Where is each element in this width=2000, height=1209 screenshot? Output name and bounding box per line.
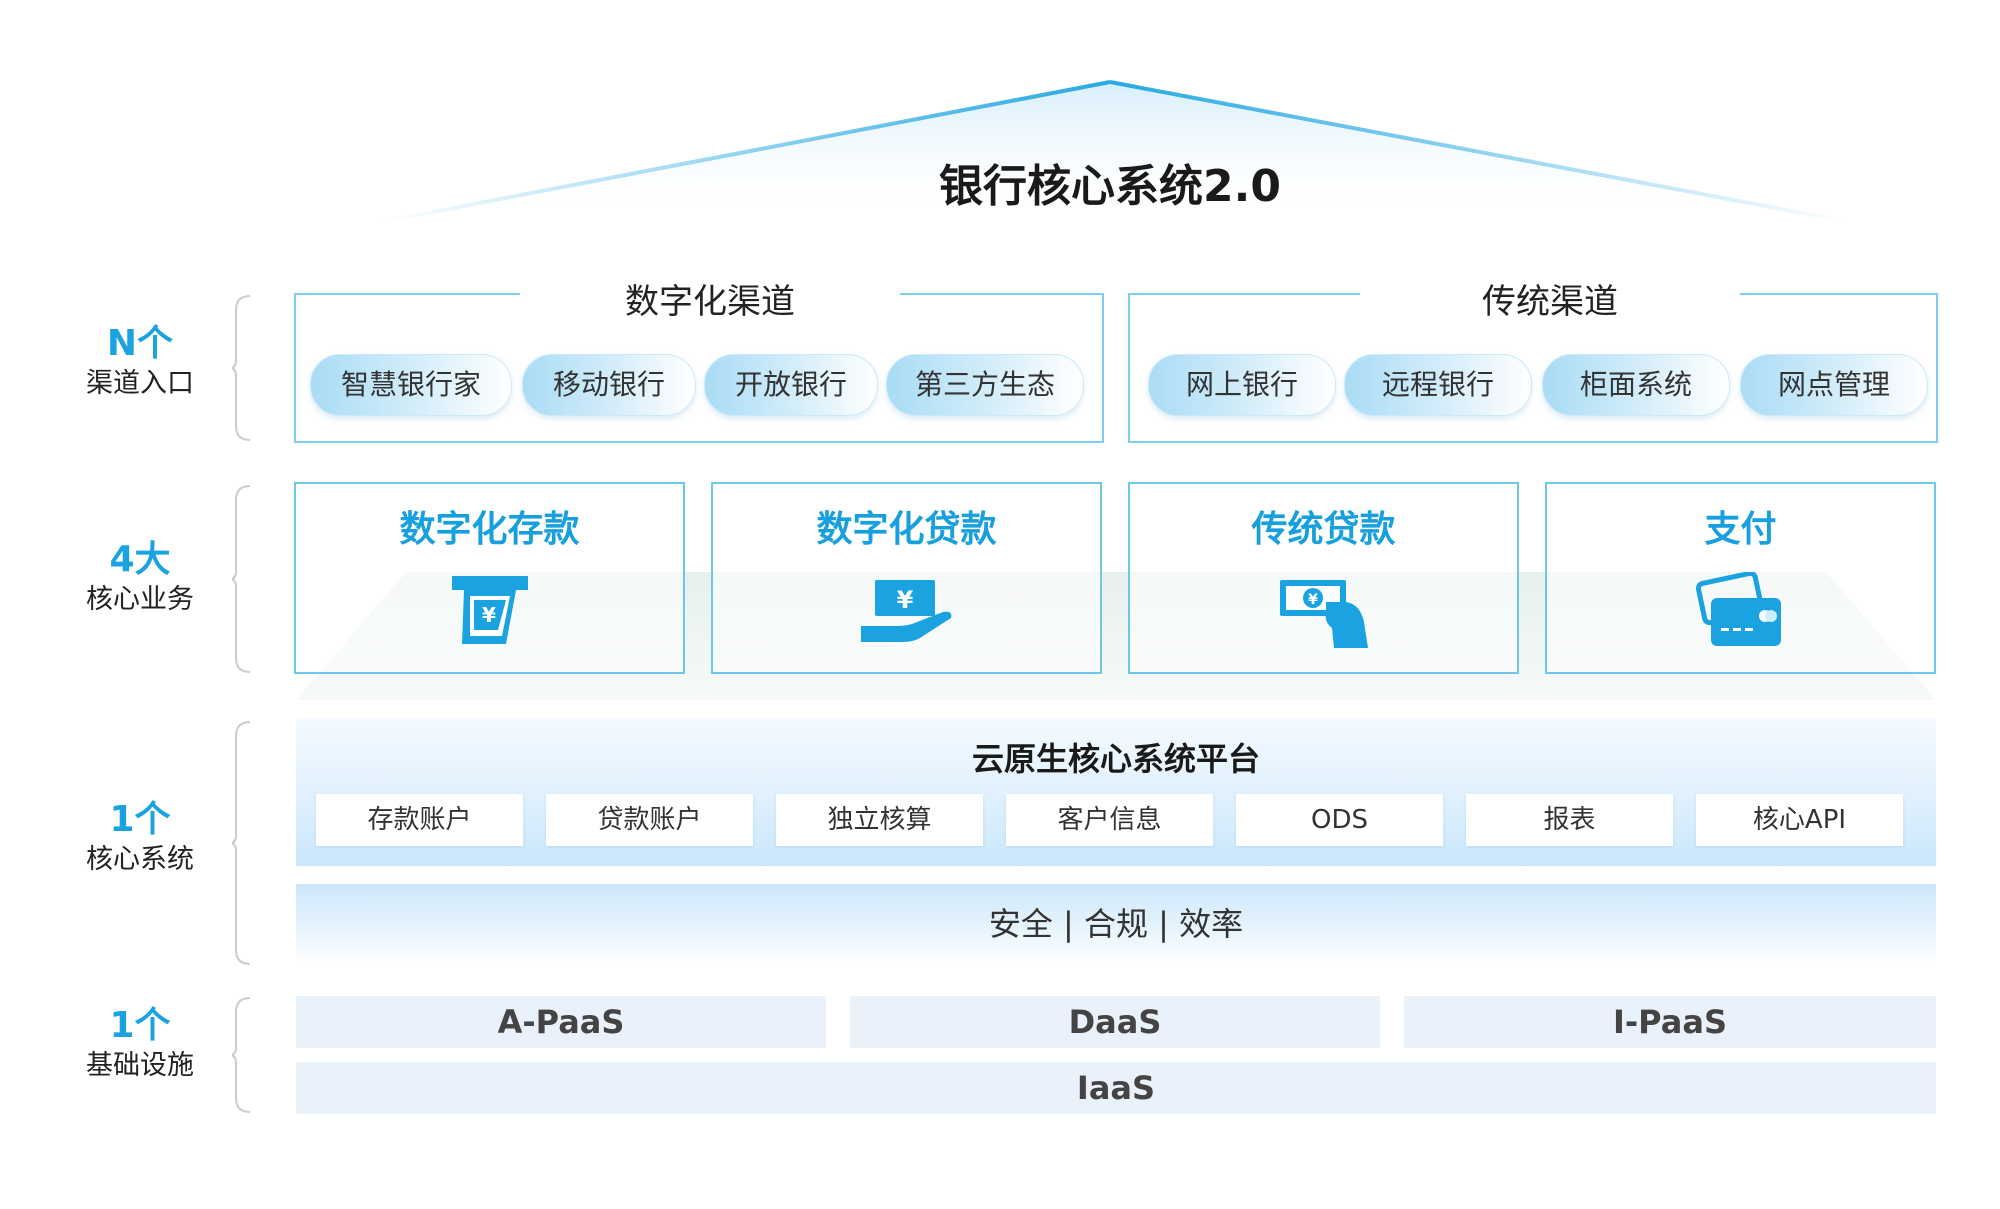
roof-graphic	[379, 80, 1851, 224]
digital-channel-title: 数字化渠道	[520, 274, 900, 323]
page-title: 银行核心系统2.0	[939, 161, 1281, 212]
channel-pill[interactable]: 网上银行	[1148, 354, 1336, 416]
svg-text:¥: ¥	[1308, 592, 1318, 608]
layer-count: 4大	[109, 539, 171, 580]
channel-pill[interactable]: 智慧银行家	[310, 354, 512, 416]
layer-name: 渠道入口	[86, 368, 194, 399]
infra-daas[interactable]: DaaS	[850, 996, 1380, 1048]
core-platform-title: 云原生核心系统平台	[971, 740, 1260, 778]
infra-ipaas[interactable]: I-PaaS	[1404, 996, 1936, 1048]
business-card-traditional-loan[interactable]: 传统贷款 ¥	[1128, 482, 1519, 674]
svg-text:¥: ¥	[482, 603, 496, 627]
channel-pill[interactable]: 远程银行	[1344, 354, 1532, 416]
layer-label-core: 1个 核心系统	[40, 798, 240, 878]
layer-label-channels: N个 渠道入口	[40, 322, 240, 402]
core-module[interactable]: 客户信息	[1006, 794, 1213, 846]
core-module[interactable]: 核心API	[1696, 794, 1903, 846]
business-card-payment[interactable]: 支付	[1545, 482, 1936, 674]
brace-infra	[232, 997, 251, 1113]
layer-count: 1个	[109, 799, 171, 840]
channel-pill[interactable]: 柜面系统	[1542, 354, 1730, 416]
hand-cash-icon: ¥	[1279, 580, 1368, 648]
channel-pill[interactable]: 第三方生态	[886, 354, 1084, 416]
atm-cash-icon: ¥	[451, 576, 528, 644]
core-module[interactable]: 贷款账户	[546, 794, 753, 846]
layer-count: N个	[106, 323, 174, 364]
infra-iaas[interactable]: IaaS	[296, 1062, 1936, 1114]
layer-name: 基础设施	[86, 1050, 194, 1081]
core-module[interactable]: ODS	[1236, 794, 1443, 846]
business-title: 数字化存款	[399, 509, 580, 550]
layer-name: 核心系统	[86, 844, 194, 875]
channel-pill[interactable]: 网点管理	[1740, 354, 1928, 416]
business-floor	[296, 572, 1936, 700]
brace-channels	[232, 295, 251, 441]
business-card-loan[interactable]: 数字化贷款 ¥	[711, 482, 1102, 674]
layer-name: 核心业务	[86, 584, 194, 615]
business-title: 支付	[1704, 509, 1777, 550]
channel-pill[interactable]: 移动银行	[522, 354, 696, 416]
traditional-channel-title: 传统渠道	[1360, 274, 1740, 323]
infra-apaas[interactable]: A-PaaS	[296, 996, 826, 1048]
layer-label-infra: 1个 基础设施	[40, 1004, 240, 1084]
business-title: 传统贷款	[1251, 509, 1396, 550]
core-module[interactable]: 独立核算	[776, 794, 983, 846]
credit-card-icon	[1695, 572, 1781, 646]
security-compliance-bar: 安全 | 合规 | 效率	[296, 884, 1936, 966]
layer-count: 1个	[109, 1005, 171, 1046]
brace-core	[232, 721, 251, 965]
channel-pill[interactable]: 开放银行	[704, 354, 878, 416]
hand-yen-icon: ¥	[860, 580, 951, 642]
layer-label-business: 4大 核心业务	[40, 538, 240, 618]
core-module[interactable]: 存款账户	[316, 794, 523, 846]
business-card-deposit[interactable]: 数字化存款 ¥	[294, 482, 685, 674]
business-title: 数字化贷款	[816, 509, 997, 550]
svg-text:¥: ¥	[896, 586, 913, 614]
core-module[interactable]: 报表	[1466, 794, 1673, 846]
brace-business	[232, 485, 251, 673]
